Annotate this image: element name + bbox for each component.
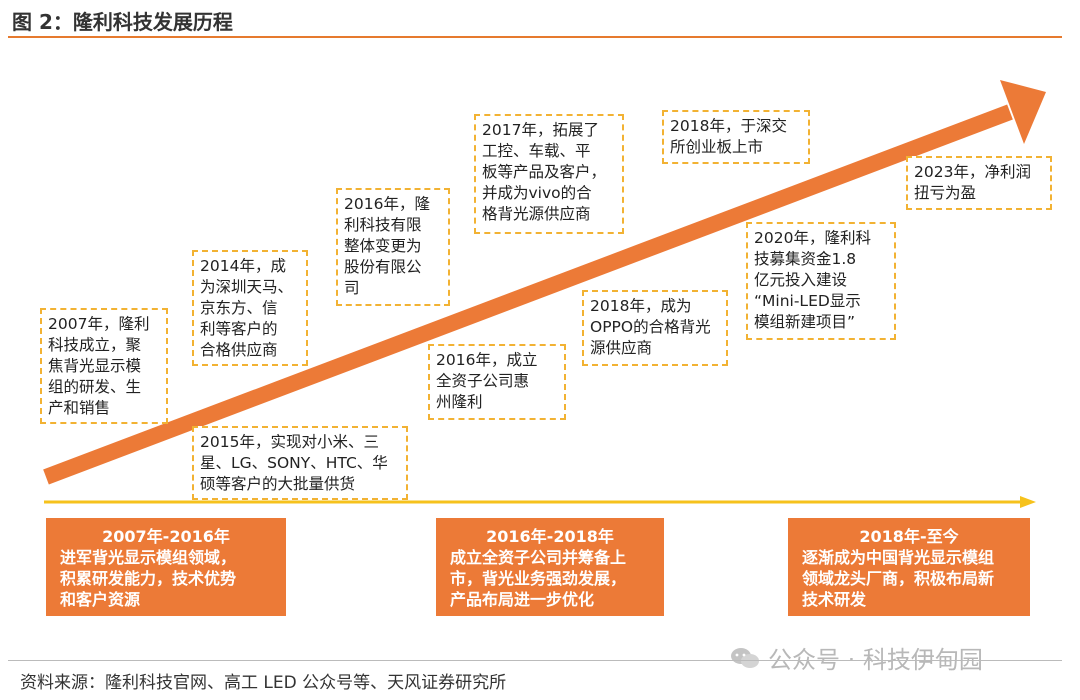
event-2023: 2023年，净利润 扭亏为盈 — [906, 156, 1052, 210]
period-head: 2007年-2016年 — [102, 527, 230, 546]
period-body: 逐渐成为中国背光显示模组 领域龙头厂商，积极布局新 技术研发 — [802, 548, 995, 609]
period-body: 进军背光显示模组领域， 积累研发能力，技术优势 和客户资源 — [60, 548, 237, 609]
footer-divider — [8, 660, 1062, 661]
event-2018-listing: 2018年，于深交 所创业板上市 — [662, 110, 810, 164]
event-2015: 2015年，实现对小米、三 星、LG、SONY、HTC、华 硕等客户的大批量供货 — [192, 426, 408, 500]
growth-arrow-head — [1000, 80, 1046, 144]
event-2017: 2017年，拓展了 工控、车载、平 板等产品及客户， 并成为vivo的合 格背光… — [474, 114, 624, 234]
page-title: 图 2：隆利科技发展历程 — [12, 10, 233, 34]
growth-arrow-shaft — [43, 104, 1013, 485]
event-2016-incorporation: 2016年，隆 利科技有限 整体变更为 股份有限公 司 — [336, 188, 450, 306]
event-2018-oppo: 2018年，成为 OPPO的合格背光 源供应商 — [582, 290, 728, 366]
timeline-arrowhead — [1020, 496, 1036, 508]
event-2014: 2014年，成 为深圳天马、 京东方、信 利等客户的 合格供应商 — [192, 250, 308, 366]
event-2016-subsidiary: 2016年，成立 全资子公司惠 州隆利 — [428, 344, 566, 420]
title-divider — [8, 36, 1062, 38]
period-head: 2016年-2018年 — [486, 527, 614, 546]
period-head: 2018年-至今 — [859, 527, 959, 546]
watermark-text: 公众号 · 科技伊甸园 — [768, 646, 983, 674]
period-2007-2016: 2007年-2016年 进军背光显示模组领域， 积累研发能力，技术优势 和客户资… — [46, 518, 286, 616]
period-2018-present: 2018年-至今 逐渐成为中国背光显示模组 领域龙头厂商，积极布局新 技术研发 — [788, 518, 1030, 616]
source-note: 资料来源：隆利科技官网、高工 LED 公众号等、天风证券研究所 — [20, 673, 507, 693]
watermark: 公众号 · 科技伊甸园 — [730, 640, 983, 675]
period-2016-2018: 2016年-2018年 成立全资子公司并筹备上 市，背光业务强劲发展， 产品布局… — [436, 518, 664, 616]
event-2020: 2020年，隆利科 技募集资金1.8 亿元投入建设 “Mini-LED显示 模组… — [746, 222, 896, 340]
period-body: 成立全资子公司并筹备上 市，背光业务强劲发展， 产品布局进一步优化 — [450, 548, 627, 609]
wechat-icon — [731, 647, 759, 668]
event-2007: 2007年，隆利 科技成立，聚 焦背光显示模 组的研发、生 产和销售 — [40, 308, 168, 424]
